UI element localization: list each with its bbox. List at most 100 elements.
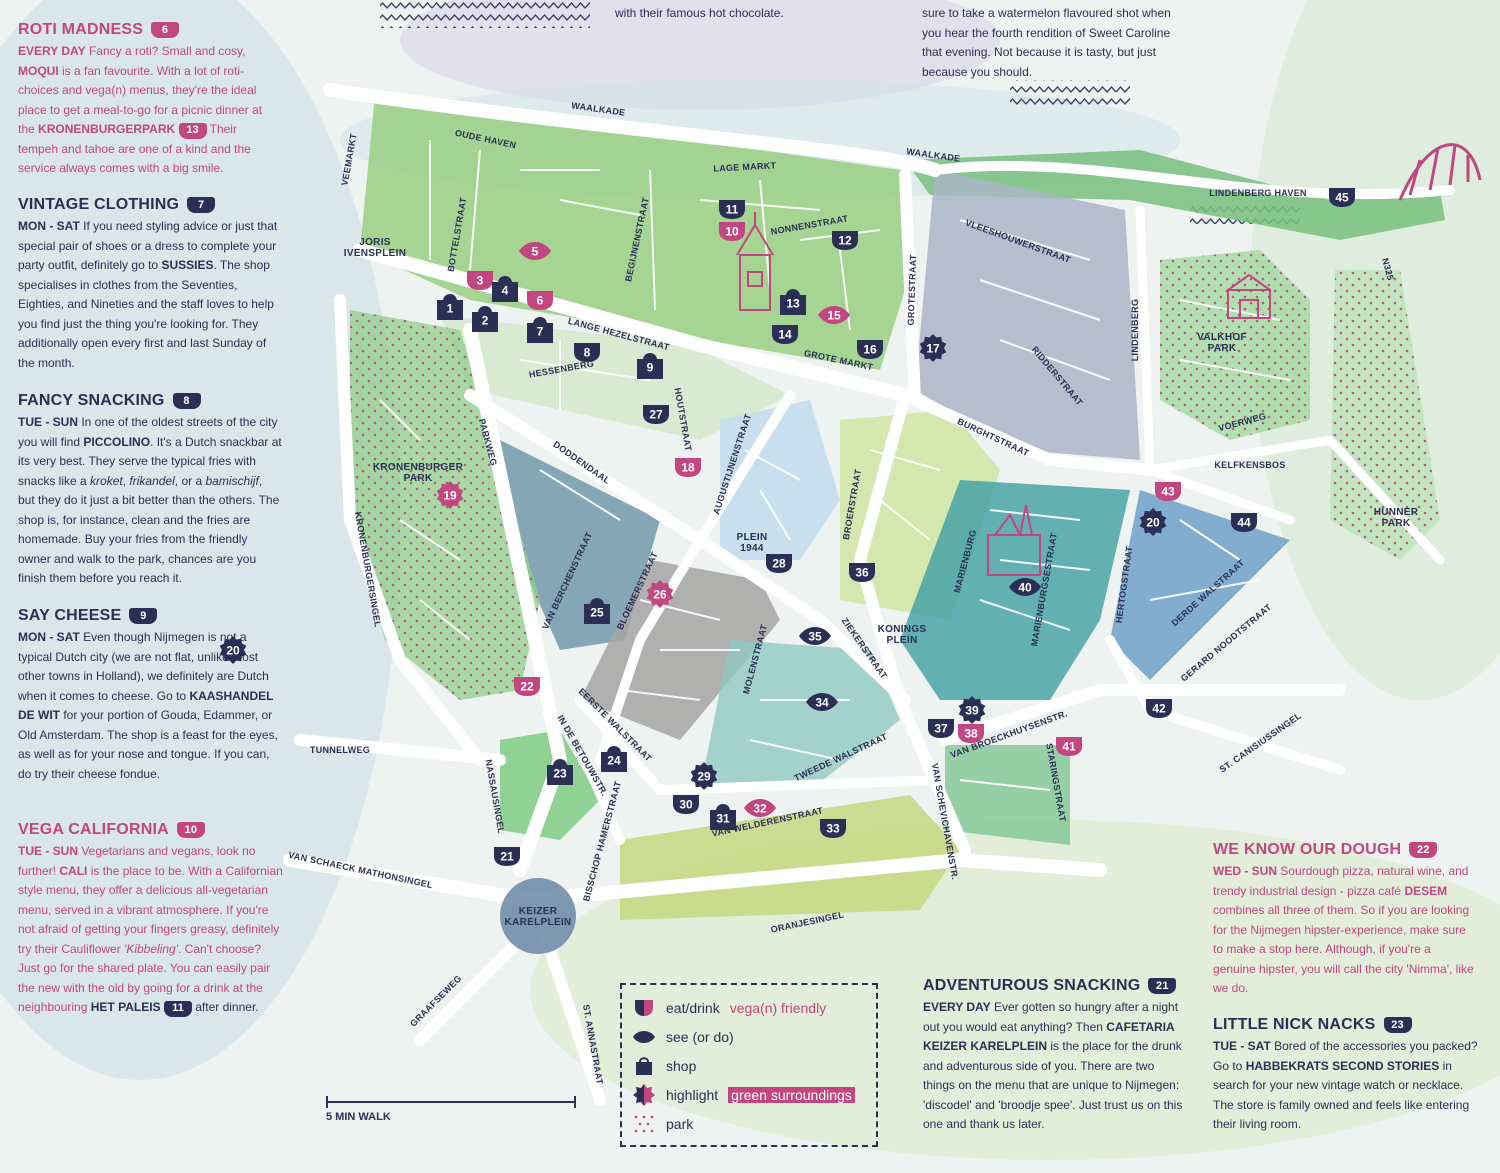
poi-marker-19-highlightv[interactable]: 19 <box>436 481 464 509</box>
poi-marker-number: 41 <box>1062 740 1076 754</box>
poi-marker-number: 6 <box>537 294 544 308</box>
poi-marker-3-eatv[interactable]: 3 <box>467 271 493 290</box>
poi-marker-number: 10 <box>725 225 739 239</box>
poi-marker-21-eat[interactable]: 21 <box>494 847 520 866</box>
poi-marker-4-shop[interactable]: 4 <box>492 276 518 302</box>
poi-marker-number: 14 <box>778 328 792 342</box>
poi-marker-34-see[interactable]: 34 <box>806 693 838 711</box>
street-label: KELFKENSBOS <box>1214 460 1285 470</box>
poi-marker-10-eatv[interactable]: 10 <box>719 222 745 241</box>
street-label: TUNNELWEG <box>310 745 370 755</box>
poi-marker-number: 45 <box>1335 191 1349 205</box>
poi-marker-24-shop[interactable]: 24 <box>601 746 627 772</box>
augustijnen-block <box>720 400 840 560</box>
poi-marker-23-shop[interactable]: 23 <box>547 759 573 785</box>
poi-marker-17-highlight[interactable]: 17 <box>919 334 947 362</box>
poi-marker-25-shop[interactable]: 25 <box>584 598 610 624</box>
poi-marker-number: 21 <box>500 850 514 864</box>
poi-marker-number: 5 <box>532 245 539 259</box>
top-right-note: sure to take a watermelon flavoured shot… <box>922 6 1171 79</box>
poi-marker-8-eat[interactable]: 8 <box>574 343 600 362</box>
poi-marker-32-seev[interactable]: 32 <box>744 799 776 817</box>
poi-marker-number: 12 <box>838 234 852 248</box>
park-dots-icon <box>634 1115 654 1132</box>
poi-marker-31-shop[interactable]: 31 <box>710 804 736 830</box>
poi-marker-number: 27 <box>649 408 663 422</box>
poi-marker-6-eatv[interactable]: 6 <box>527 291 553 310</box>
poi-marker-number: 18 <box>681 461 695 475</box>
highlight-star-icon <box>633 1083 655 1106</box>
poi-marker-number: 39 <box>965 704 979 718</box>
poi-marker-20-highlight[interactable]: 20 <box>1139 508 1167 536</box>
poi-marker-7-shop[interactable]: 7 <box>527 317 553 343</box>
street-label: LINDENBERG HAVEN <box>1209 188 1307 198</box>
poi-marker-2-shop[interactable]: 2 <box>472 306 498 332</box>
poi-marker-number: 36 <box>855 566 869 580</box>
legend-highlight: highlight green surroundings <box>632 1080 866 1109</box>
poi-marker-number: 23 <box>553 767 567 781</box>
poi-marker-45-eat[interactable]: 45 <box>1329 188 1355 207</box>
poi-marker-number: 40 <box>1018 581 1032 595</box>
poi-marker-11-eat[interactable]: 11 <box>719 200 745 219</box>
poi-marker-41-eatv[interactable]: 41 <box>1056 737 1082 756</box>
poi-marker-42-eat[interactable]: 42 <box>1146 699 1172 718</box>
poi-marker-28-eat[interactable]: 28 <box>766 554 792 573</box>
poi-marker-22-eatv[interactable]: 22 <box>514 677 540 696</box>
poi-marker-29-highlight[interactable]: 29 <box>690 762 718 790</box>
poi-marker-number: 34 <box>815 696 829 710</box>
keizer-karelplein <box>500 878 576 954</box>
poi-marker-number: 19 <box>443 489 457 503</box>
poi-marker-26-highlightv[interactable]: 26 <box>646 580 674 608</box>
poi-marker-number: 32 <box>753 802 767 816</box>
legend-park: park <box>632 1109 866 1138</box>
poi-marker-16-eat[interactable]: 16 <box>857 340 883 359</box>
poi-marker-12-eat[interactable]: 12 <box>832 231 858 250</box>
poi-marker-36-eat[interactable]: 36 <box>849 563 875 582</box>
top-center-note: with their famous hot chocolate. <box>615 6 784 20</box>
poi-marker-number: 2 <box>482 314 489 328</box>
poi-marker-14-eat[interactable]: 14 <box>772 325 798 344</box>
poi-marker-43-eatv[interactable]: 43 <box>1155 482 1181 501</box>
waalbrug-bridge-icon <box>1398 143 1482 201</box>
poi-marker-15-seev[interactable]: 15 <box>818 306 850 324</box>
street-label: LINDENBERG <box>1130 299 1140 362</box>
legend-shop: shop <box>632 1051 866 1080</box>
poi-marker-5-seev[interactable]: 5 <box>519 242 551 260</box>
eye-icon <box>633 1030 655 1043</box>
poi-marker-number: 1 <box>447 302 454 316</box>
molen-block <box>700 640 900 790</box>
poi-marker-number: 28 <box>772 557 786 571</box>
poi-marker-44-eat[interactable]: 44 <box>1231 513 1257 532</box>
poi-marker-39-highlight[interactable]: 39 <box>958 696 986 724</box>
poi-marker-40-see[interactable]: 40 <box>1009 578 1041 596</box>
landmarks <box>736 143 1482 576</box>
poi-marker-30-eat[interactable]: 30 <box>673 795 699 814</box>
poi-marker-20-highlight[interactable]: 20 <box>219 636 247 664</box>
poi-marker-13-shop[interactable]: 13 <box>780 289 806 315</box>
poi-marker-number: 3 <box>477 274 484 288</box>
poi-marker-27-eat[interactable]: 27 <box>643 405 669 424</box>
poi-marker-9-shop[interactable]: 9 <box>637 353 663 379</box>
valkhof-chapel-icon <box>1227 273 1271 319</box>
poi-marker-number: 26 <box>653 588 667 602</box>
poi-marker-18-eatv[interactable]: 18 <box>675 458 701 477</box>
poi-marker-number: 9 <box>647 361 654 375</box>
cathedral-icon <box>987 504 1041 576</box>
poi-marker-1-shop[interactable]: 1 <box>437 294 463 320</box>
poi-marker-number: 33 <box>826 822 840 836</box>
poi-marker-33-eat[interactable]: 33 <box>820 819 846 838</box>
poi-marker-38-eatv[interactable]: 38 <box>958 724 984 743</box>
poi-marker-number: 16 <box>863 343 877 357</box>
poi-marker-35-see[interactable]: 35 <box>799 627 831 645</box>
poi-marker-37-eat[interactable]: 37 <box>928 719 954 738</box>
